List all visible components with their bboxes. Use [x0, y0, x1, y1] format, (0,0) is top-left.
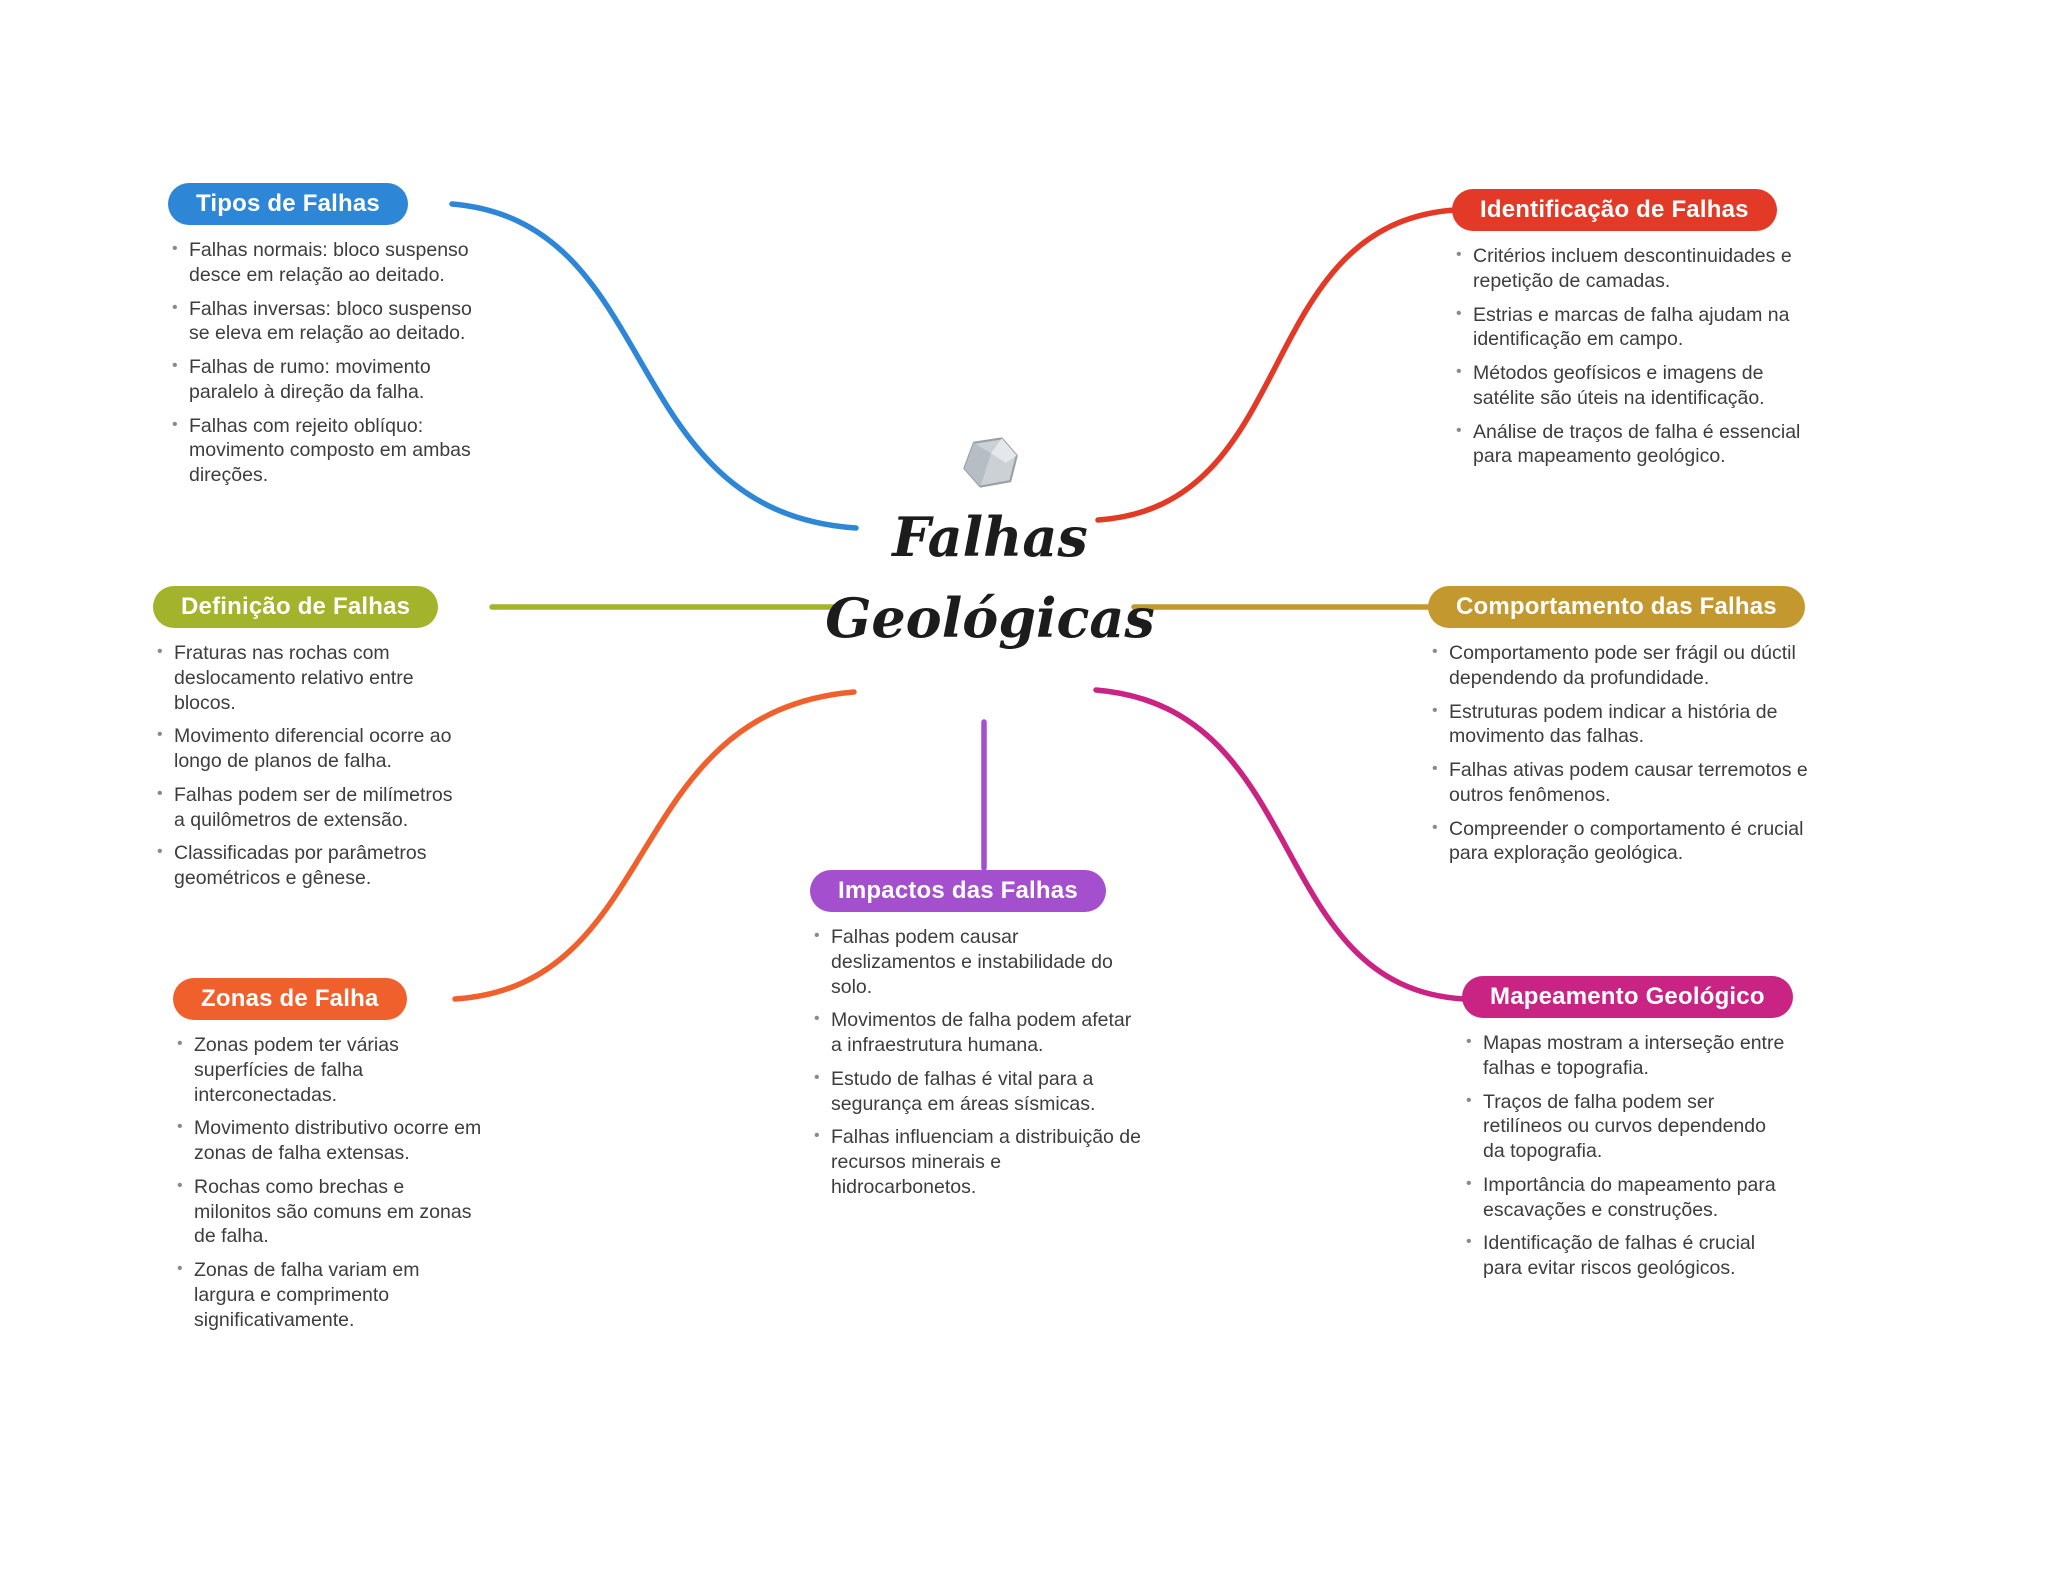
bullet-item: Estudo de falhas é vital para a seguranç… [810, 1067, 1145, 1117]
branch-bullets-zonas-de-falha: Zonas podem ter várias superfícies de fa… [173, 1033, 483, 1332]
bullet-item: Traços de falha podem ser retilíneos ou … [1462, 1090, 1792, 1164]
branch-bullets-comportamento-das-falhas: Comportamento pode ser frágil ou dúctil … [1428, 641, 1813, 866]
branch-zonas-de-falha: Zonas de Falha Zonas podem ter várias su… [173, 978, 483, 1341]
branch-comportamento-das-falhas: Comportamento das Falhas Comportamento p… [1428, 586, 1813, 875]
connector-zonas-de-falha [452, 689, 857, 1002]
bullet-item: Métodos geofísicos e imagens de satélite… [1452, 361, 1802, 411]
bullet-item: Estrias e marcas de falha ajudam na iden… [1452, 303, 1802, 353]
central-topic[interactable]: Falhas Geológicas [818, 436, 1162, 659]
bullet-item: Falhas ativas podem causar terremotos e … [1428, 758, 1813, 808]
bullet-item: Falhas influenciam a distribuição de rec… [810, 1125, 1145, 1199]
branch-bullets-mapeamento-geologico: Mapas mostram a interseção entre falhas … [1462, 1031, 1792, 1281]
bullet-item: Rochas como brechas e milonitos são comu… [173, 1175, 483, 1249]
branch-label-text: Tipos de Falhas [196, 190, 380, 217]
bullet-item: Comportamento pode ser frágil ou dúctil … [1428, 641, 1813, 691]
branch-label-zonas-de-falha[interactable]: Zonas de Falha [173, 978, 407, 1020]
branch-bullets-definicao-de-falhas: Fraturas nas rochas com deslocamento rel… [153, 641, 468, 891]
bullet-item: Zonas de falha variam em largura e compr… [173, 1258, 483, 1332]
bullet-item: Critérios incluem descontinuidades e rep… [1452, 244, 1802, 294]
central-title-line-1: Falhas [892, 505, 1088, 569]
branch-label-mapeamento-geologico[interactable]: Mapeamento Geológico [1462, 976, 1793, 1018]
bullet-item: Falhas inversas: bloco suspenso se eleva… [168, 297, 488, 347]
bullet-item: Movimento diferencial ocorre ao longo de… [153, 724, 468, 774]
branch-bullets-tipos-de-falhas: Falhas normais: bloco suspenso desce em … [168, 238, 488, 488]
branch-tipos-de-falhas: Tipos de Falhas Falhas normais: bloco su… [168, 183, 488, 497]
branch-label-text: Definição de Falhas [181, 593, 411, 620]
bullet-item: Movimentos de falha podem afetar a infra… [810, 1008, 1145, 1058]
branch-definicao-de-falhas: Definição de Falhas Fraturas nas rochas … [153, 586, 468, 900]
branch-label-text: Impactos das Falhas [838, 877, 1078, 904]
connector-mapeamento-geologico [1093, 687, 1467, 1002]
branch-label-impactos-das-falhas[interactable]: Impactos das Falhas [810, 870, 1106, 912]
bullet-item: Estruturas podem indicar a história de m… [1428, 700, 1813, 750]
branch-impactos-das-falhas: Impactos das Falhas Falhas podem causar … [810, 870, 1145, 1209]
branch-bullets-identificacao-de-falhas: Critérios incluem descontinuidades e rep… [1452, 244, 1802, 469]
branch-bullets-impactos-das-falhas: Falhas podem causar deslizamentos e inst… [810, 925, 1145, 1200]
connector-tipos-de-falhas [449, 201, 859, 531]
bullet-item: Classificadas por parâmetros geométricos… [153, 841, 468, 891]
bullet-item: Falhas de rumo: movimento paralelo à dir… [168, 355, 488, 405]
bullet-item: Falhas com rejeito oblíquo: movimento co… [168, 414, 488, 488]
branch-label-identificacao-de-falhas[interactable]: Identificação de Falhas [1452, 189, 1777, 231]
bullet-item: Zonas podem ter várias superfícies de fa… [173, 1033, 483, 1107]
branch-label-text: Zonas de Falha [201, 985, 379, 1012]
branch-mapeamento-geologico: Mapeamento Geológico Mapas mostram a int… [1462, 976, 1793, 1290]
branch-label-tipos-de-falhas[interactable]: Tipos de Falhas [168, 183, 408, 225]
central-title-line-2: Geológicas [825, 586, 1155, 650]
bullet-item: Importância do mapeamento para escavaçõe… [1462, 1173, 1792, 1223]
bullet-item: Movimento distributivo ocorre em zonas d… [173, 1116, 483, 1166]
bullet-item: Fraturas nas rochas com deslocamento rel… [153, 641, 468, 715]
bullet-item: Mapas mostram a interseção entre falhas … [1462, 1031, 1792, 1081]
branch-label-text: Comportamento das Falhas [1456, 593, 1777, 620]
bullet-item: Compreender o comportamento é crucial pa… [1428, 817, 1813, 867]
branch-identificacao-de-falhas: Identificação de Falhas Critérios inclue… [1452, 189, 1802, 478]
bullet-item: Falhas podem causar deslizamentos e inst… [810, 925, 1145, 999]
bullet-item: Análise de traços de falha é essencial p… [1452, 420, 1802, 470]
branch-label-text: Identificação de Falhas [1480, 196, 1749, 223]
bullet-item: Falhas podem ser de milímetros a quilôme… [153, 783, 468, 833]
branch-label-comportamento-das-falhas[interactable]: Comportamento das Falhas [1428, 586, 1805, 628]
rock-icon [959, 436, 1021, 495]
branch-label-text: Mapeamento Geológico [1490, 983, 1765, 1010]
bullet-item: Falhas normais: bloco suspenso desce em … [168, 238, 488, 288]
branch-label-definicao-de-falhas[interactable]: Definição de Falhas [153, 586, 439, 628]
bullet-item: Identificação de falhas é crucial para e… [1462, 1231, 1792, 1281]
central-topic-title: Falhas Geológicas [818, 497, 1162, 659]
